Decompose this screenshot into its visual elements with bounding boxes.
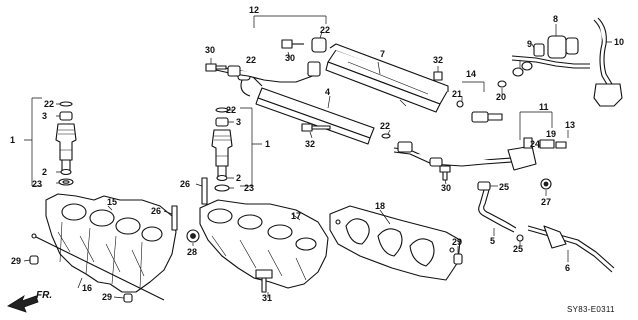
callout-31: 31 <box>262 293 272 303</box>
callout-4: 4 <box>325 87 330 97</box>
bolt-30-left <box>205 58 227 72</box>
cap-29-right <box>453 253 463 265</box>
callout-20: 20 <box>496 92 506 102</box>
callout-22-middle: 22 <box>226 105 236 115</box>
callout-14: 14 <box>466 69 476 79</box>
callout-3-left: 3 <box>42 111 47 121</box>
callout-26-stud-lower: 26 <box>151 206 161 216</box>
callout-30-left: 30 <box>205 45 215 55</box>
callout-13: 13 <box>565 120 575 130</box>
callout-24: 24 <box>530 139 540 149</box>
left-injector-assembly <box>24 97 77 187</box>
bracket-12-leader <box>253 15 327 28</box>
callout-28: 28 <box>187 247 197 257</box>
callout-11: 11 <box>539 102 549 112</box>
callout-30-lower: 30 <box>441 183 451 193</box>
manifold-middle-section <box>163 177 329 298</box>
callout-25-clip: 25 <box>499 182 509 192</box>
callout-8: 8 <box>553 14 558 24</box>
front-direction-arrow <box>7 295 39 313</box>
callout-1-left: 1 <box>10 135 15 145</box>
callout-23-middle: 23 <box>244 183 254 193</box>
callout-12: 12 <box>249 5 259 15</box>
callout-2-middle: 2 <box>236 173 241 183</box>
callout-1-middle: 1 <box>265 139 270 149</box>
callout-10: 10 <box>614 37 624 47</box>
callout-15: 15 <box>107 197 117 207</box>
callout-22-clip-left: 22 <box>246 55 256 65</box>
fuel-feed-line <box>393 111 569 196</box>
top-right-assembly <box>511 17 623 107</box>
callout-7: 7 <box>380 49 385 59</box>
pressure-regulator-group <box>456 80 507 123</box>
callout-18: 18 <box>375 201 385 211</box>
callout-29-bottom: 29 <box>102 292 112 302</box>
callout-32-upper: 32 <box>433 55 443 65</box>
callout-23-left: 23 <box>32 179 42 189</box>
bolt-30-lower <box>439 165 451 185</box>
fuel-rail-upper <box>281 31 449 113</box>
callout-22-rail: 22 <box>380 121 390 131</box>
callout-19: 19 <box>546 129 556 139</box>
callout-29-left: 29 <box>11 256 21 266</box>
callout-17: 17 <box>291 211 301 221</box>
callout-26-stud: 26 <box>180 179 190 189</box>
front-direction-label: FR. <box>36 290 52 301</box>
diagram-code: SY83-E0311 <box>567 305 615 314</box>
callout-32-lower: 32 <box>305 139 315 149</box>
fuel-line-left <box>215 61 321 83</box>
callout-6: 6 <box>565 263 570 273</box>
callout-3-middle: 3 <box>236 117 241 127</box>
middle-injector-assembly <box>211 107 262 192</box>
callout-27: 27 <box>541 197 551 207</box>
callout-30-clip: 30 <box>285 53 295 63</box>
callout-16: 16 <box>82 283 92 293</box>
callout-21: 21 <box>452 89 462 99</box>
manifold-gasket <box>329 205 461 281</box>
callout-29-right: 29 <box>452 237 462 247</box>
callout-labels: 1 1 2 2 3 3 4 5 6 7 8 9 10 11 12 13 14 1… <box>10 5 624 314</box>
callout-22-clip-right: 22 <box>320 25 330 35</box>
callout-5: 5 <box>490 236 495 246</box>
callout-9: 9 <box>527 39 532 49</box>
callout-25-hose: 25 <box>513 244 523 254</box>
ring-22-right <box>381 133 391 139</box>
fuel-rail-lower <box>237 69 375 145</box>
callout-22-left: 22 <box>44 99 54 109</box>
hose-and-pipe <box>478 189 615 273</box>
intake-manifold <box>23 193 177 303</box>
callout-2-left: 2 <box>42 167 47 177</box>
